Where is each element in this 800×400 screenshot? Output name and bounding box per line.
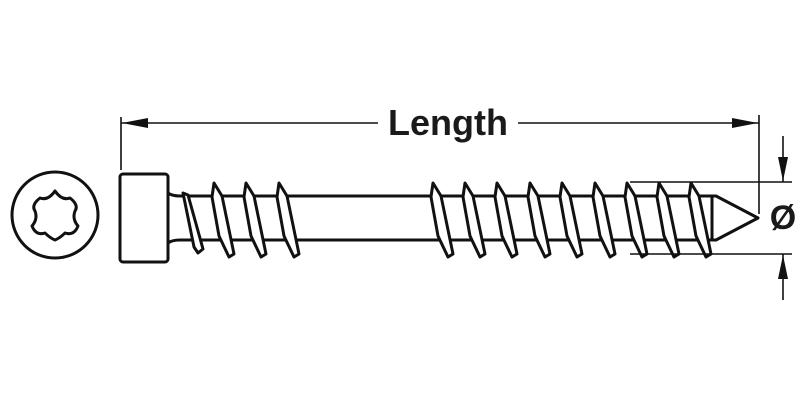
diameter-label: Ø (766, 196, 800, 240)
head-outline-circle (10, 170, 100, 260)
torx-drive-icon (30, 189, 80, 242)
screw-threads (181, 181, 713, 259)
arrow-right-icon (732, 118, 758, 128)
diameter-dimension (630, 136, 792, 300)
screw-head (118, 172, 170, 264)
screw-neck (167, 191, 181, 245)
arrow-up-icon (778, 255, 788, 279)
arrow-down-icon (778, 157, 788, 181)
length-label: Length (378, 101, 518, 145)
arrow-left-icon (122, 118, 148, 128)
screw-tip (712, 194, 760, 242)
torx-head-view (10, 170, 100, 260)
